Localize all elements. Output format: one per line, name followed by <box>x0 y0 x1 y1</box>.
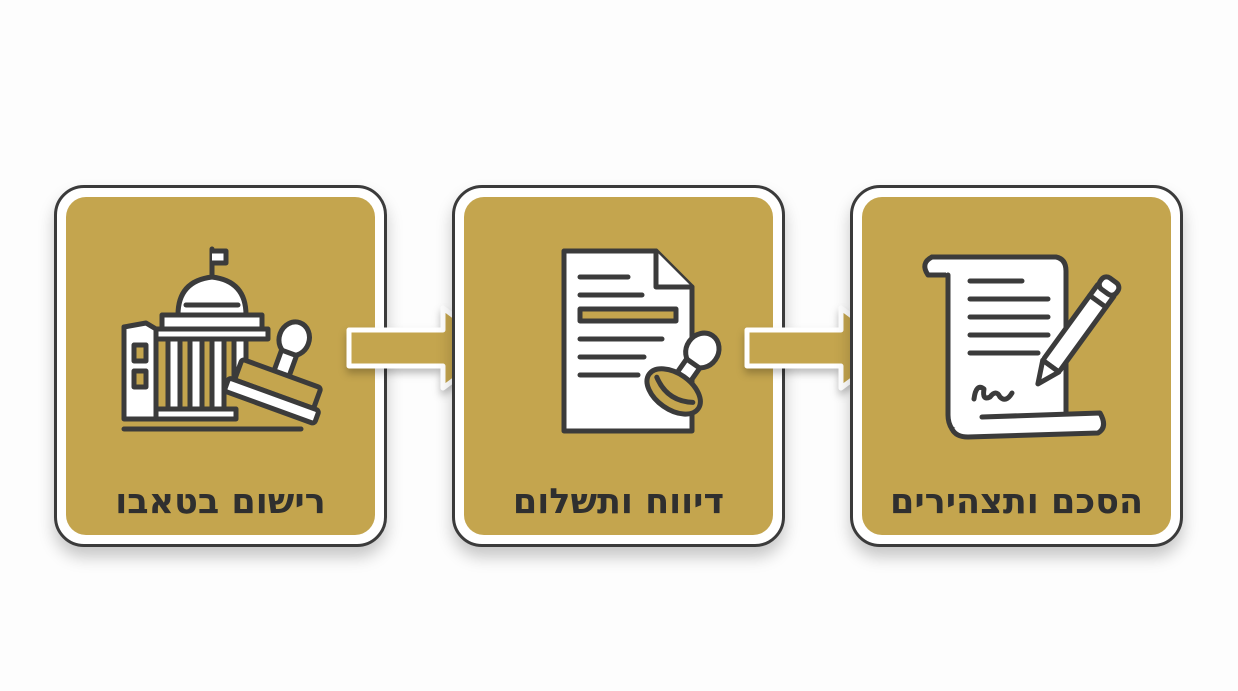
step-card-background: הסכם ותצהירים <box>862 197 1171 535</box>
signed-contract-scroll-icon <box>921 254 1121 440</box>
step-label: הסכם ותצהירים <box>889 482 1144 522</box>
step-card-agreement-affidavits: הסכם ותצהירים <box>850 185 1183 547</box>
step-label: רישום בטאבו <box>115 482 326 522</box>
step-card-reporting-payment: דיווח ותשלום <box>452 185 785 547</box>
step-label: דיווח ותשלום <box>512 482 725 522</box>
step-card-land-registration: רישום בטאבו <box>54 185 387 547</box>
land-registry-building-stamp-icon <box>121 246 323 432</box>
stamped-document-icon <box>561 248 722 434</box>
step-card-background: רישום בטאבו <box>66 197 375 535</box>
step-card-background: דיווח ותשלום <box>464 197 773 535</box>
